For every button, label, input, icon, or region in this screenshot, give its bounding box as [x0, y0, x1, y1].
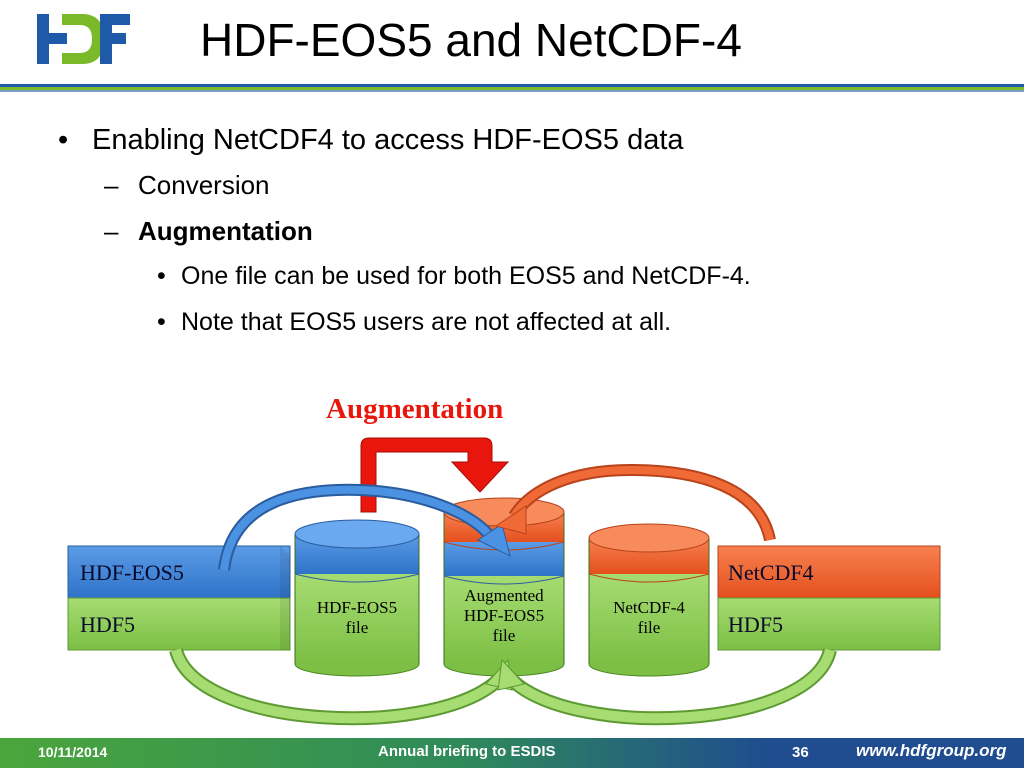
footer-title: Annual briefing to ESDIS: [378, 743, 556, 760]
blue-arc-arrow: [218, 483, 511, 571]
footer-url: www.hdfgroup.org: [856, 741, 1007, 760]
left-stack-bottom-label: HDF5: [80, 612, 136, 637]
title-divider: [0, 84, 1024, 92]
bullet-marker: •: [58, 124, 69, 156]
cylinder-1-line2: file: [345, 618, 369, 637]
left-stack-bottom-box: [67, 597, 291, 651]
dash-marker: –: [104, 216, 119, 246]
bullet-marker: •: [157, 262, 166, 290]
page-number: 36: [792, 744, 809, 761]
right-stack-bottom-box: [717, 597, 941, 651]
cylinder-1-line1: HDF-EOS5: [316, 598, 398, 617]
augmentation-diagram: [67, 437, 941, 726]
bullet-text: Enabling NetCDF4 to access HDF-EOS5 data: [92, 124, 684, 156]
cylinder-2-line1: Augmented: [464, 586, 544, 605]
footer-date: 10/11/2014: [38, 744, 108, 760]
cylinder-1-label: HDF-EOS5 file: [297, 598, 417, 638]
right-stack-top-box: [717, 545, 941, 599]
cylinder-3-label: NetCDF-4 file: [589, 598, 709, 638]
right-stack: [717, 545, 941, 651]
bullet-text: Conversion: [138, 170, 270, 200]
cylinder-2-line2: HDF-EOS5: [463, 606, 545, 625]
left-stack: [67, 545, 291, 651]
footer-bar: [0, 738, 1024, 768]
cylinder-3-line1: NetCDF-4: [613, 598, 685, 617]
right-stack-bottom-label: HDF5: [728, 612, 784, 637]
orange-arc-arrow: [494, 463, 776, 542]
cylinder-2-label: Augmented HDF-EOS5 file: [444, 586, 564, 646]
cylinder-3-line2: file: [637, 618, 661, 637]
hdf-logo: [37, 14, 130, 64]
bullet-text: One file can be used for both EOS5 and N…: [181, 262, 751, 290]
augmentation-label: Augmentation: [326, 393, 504, 425]
dash-marker: –: [104, 170, 119, 200]
cylinder-hdf-eos5-file: [294, 519, 420, 677]
left-stack-top-box: [67, 545, 291, 599]
green-arc-arrow-right: [497, 647, 837, 726]
left-stack-top-label: HDF-EOS5: [80, 560, 184, 585]
bullet-text: Note that EOS5 users are not affected at…: [181, 308, 672, 336]
right-stack-top-label: NetCDF4: [728, 560, 814, 585]
page-title: HDF-EOS5 and NetCDF-4: [200, 14, 742, 66]
red-augmentation-arrow: [360, 437, 510, 513]
bullet-text: Augmentation: [138, 216, 313, 246]
cylinder-2-line3: file: [492, 626, 516, 645]
hdf-logo-mark: [37, 14, 130, 64]
cylinder-netcdf4-file: [588, 523, 710, 677]
bullet-marker: •: [157, 308, 166, 336]
